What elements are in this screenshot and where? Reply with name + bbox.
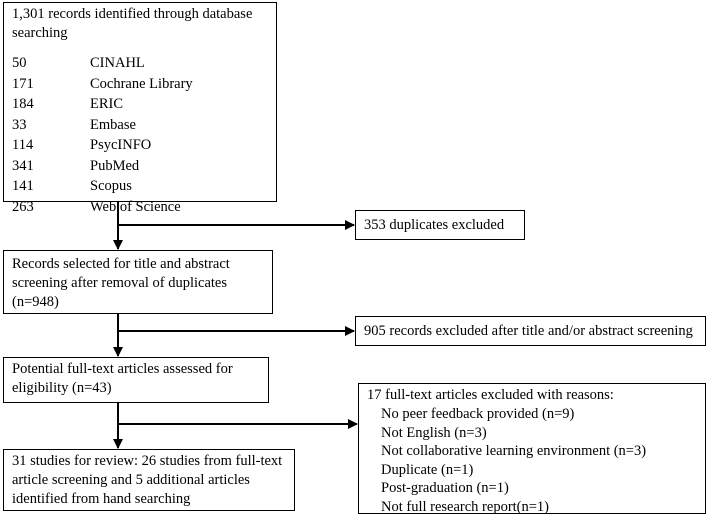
exclusion-reasons-list: No peer feedback provided (n=9) Not Engl… bbox=[381, 405, 697, 516]
database-row: 184 ERIC bbox=[12, 94, 268, 115]
database-name: PsycINFO bbox=[90, 137, 152, 153]
excluded-screening-box: 905 records excluded after title and/or … bbox=[355, 316, 706, 346]
exclusion-reason: Not English (n=3) bbox=[381, 424, 487, 441]
exclusion-reason: Duplicate (n=1) bbox=[381, 461, 474, 478]
excluded-fulltext-title: 17 full-text articles excluded with reas… bbox=[367, 387, 614, 403]
database-name: Cochrane Library bbox=[90, 75, 193, 92]
excluded-fulltext-box: 17 full-text articles excluded with reas… bbox=[358, 383, 706, 516]
database-row: 114 PsycINFO bbox=[12, 135, 268, 156]
screening-box: Records selected for title and abstract … bbox=[3, 250, 273, 314]
database-count: 33 bbox=[12, 116, 27, 133]
excluded-screening-text: 905 records excluded after title and/or … bbox=[364, 323, 693, 339]
database-count: 341 bbox=[12, 157, 34, 174]
database-count: 263 bbox=[12, 198, 34, 215]
fulltext-text: Potential full-text articles assessed fo… bbox=[12, 361, 233, 396]
database-row: 171 Cochrane Library bbox=[12, 74, 268, 95]
duplicates-excluded-box: 353 duplicates excluded bbox=[355, 210, 525, 240]
database-count: 184 bbox=[12, 96, 34, 112]
screening-text: Records selected for title and abstract … bbox=[12, 256, 230, 310]
database-list: 50 CINAHL 171 Cochrane Library 184 ERIC 33 E… bbox=[12, 53, 268, 217]
database-row: 33 Embase bbox=[12, 115, 268, 136]
database-count: 50 bbox=[12, 55, 27, 71]
database-count: 141 bbox=[12, 178, 34, 194]
exclusion-reason: No peer feedback provided (n=9) bbox=[381, 406, 575, 422]
database-count: 114 bbox=[12, 137, 34, 153]
database-row: 50 CINAHL bbox=[12, 53, 268, 74]
database-count: 171 bbox=[12, 75, 34, 92]
database-name: CINAHL bbox=[90, 55, 145, 71]
database-name: ERIC bbox=[90, 96, 124, 112]
fulltext-box: Potential full-text articles assessed fo… bbox=[3, 357, 269, 403]
duplicates-text: 353 duplicates excluded bbox=[364, 217, 505, 233]
final-studies-box: 31 studies for review: 26 studies from f… bbox=[3, 449, 295, 511]
exclusion-reason: Not collaborative learning environment (… bbox=[381, 443, 647, 459]
records-title: 1,301 records identified through databas… bbox=[12, 6, 253, 41]
database-name: Scopus bbox=[90, 178, 132, 194]
database-row: 141 Scopus bbox=[12, 176, 268, 197]
exclusion-reason: Not full research report(n=1) bbox=[381, 498, 550, 515]
database-row: 263 Web of Science bbox=[12, 197, 268, 218]
database-name: Web of Science bbox=[90, 198, 181, 215]
database-name: Embase bbox=[90, 116, 136, 133]
records-identified-box: 1,301 records identified through databas… bbox=[3, 2, 277, 215]
final-text: 31 studies for review: 26 studies from f… bbox=[12, 453, 283, 507]
database-name: PubMed bbox=[90, 157, 140, 174]
exclusion-reason: Post-graduation (n=1) bbox=[381, 480, 509, 496]
database-row: 341 PubMed bbox=[12, 156, 268, 177]
